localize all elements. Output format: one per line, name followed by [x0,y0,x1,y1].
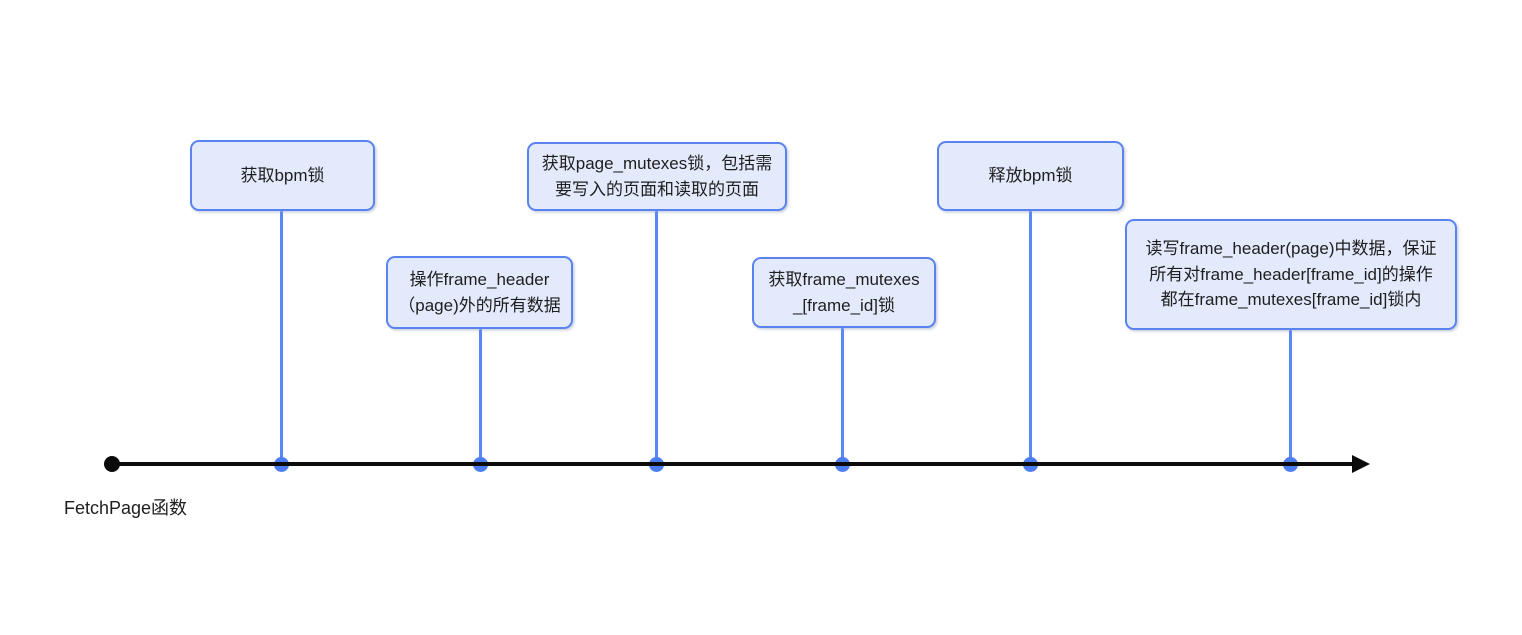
milestone-label-2: 操作frame_header （page)外的所有数据 [398,270,561,315]
timeline-start-dot [104,456,120,472]
milestone-callout-2: 操作frame_header （page)外的所有数据 [386,256,573,329]
milestone-connector-6 [1288,330,1292,464]
milestone-connector-1 [279,211,283,464]
milestone-label-3: 获取page_mutexes锁，包括需 要写入的页面和读取的页面 [541,154,773,199]
milestone-connector-3 [654,211,658,464]
milestone-callout-4: 获取frame_mutexes _[frame_id]锁 [752,257,936,328]
timeline-axis-line [112,462,1358,466]
milestone-callout-1: 获取bpm锁 [190,140,375,211]
milestone-callout-5: 释放bpm锁 [937,141,1124,211]
milestone-connector-5 [1028,211,1032,464]
milestone-label-6: 读写frame_header(page)中数据，保证 所有对frame_head… [1145,239,1437,310]
milestone-label-5: 释放bpm锁 [988,166,1073,186]
milestone-label-4: 获取frame_mutexes _[frame_id]锁 [768,270,920,315]
milestone-label-1: 获取bpm锁 [240,165,325,185]
timeline-arrowhead-icon [1352,455,1370,473]
milestone-callout-3: 获取page_mutexes锁，包括需 要写入的页面和读取的页面 [527,142,787,211]
milestone-callout-6: 读写frame_header(page)中数据，保证 所有对frame_head… [1125,219,1457,330]
milestone-connector-2 [478,329,482,464]
milestone-connector-4 [840,328,844,464]
timeline-title: FetchPage函数 [64,498,188,518]
